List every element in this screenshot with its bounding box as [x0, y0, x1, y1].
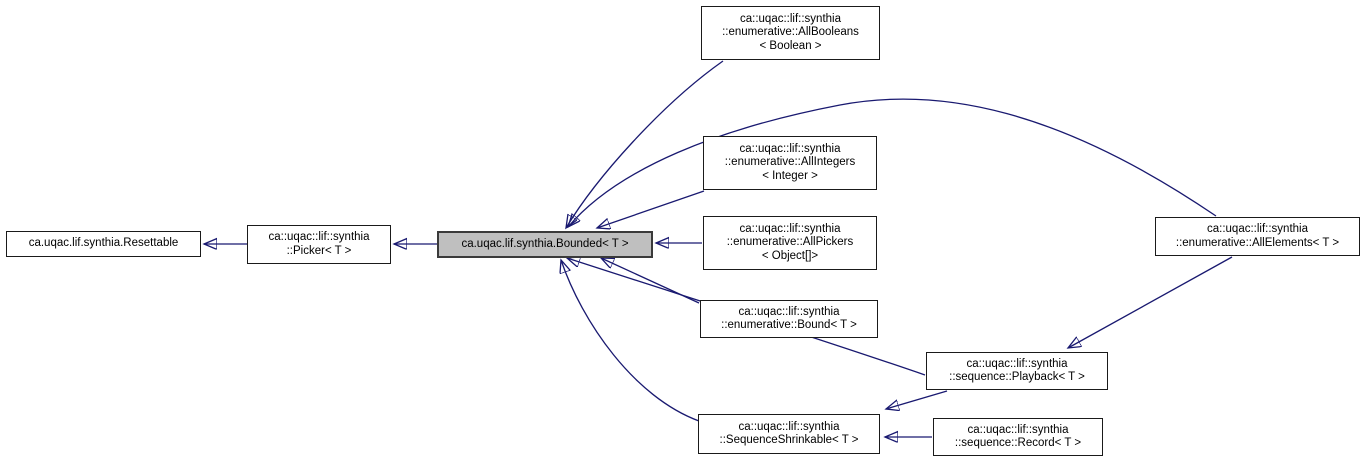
edge-allelements-to-bounded	[568, 98, 1217, 227]
node-label: ca::uqac::lif::synthia	[1207, 223, 1308, 235]
edge-allelements-to-playback	[1068, 256, 1233, 348]
node-label: ca.uqac.lif.synthia.Bounded< T >	[461, 237, 629, 250]
node-label: ca::uqac::lif::synthia	[967, 423, 1069, 436]
node-allpickers[interactable]: ca::uqac::lif::synthia ::enumerative::Al…	[703, 216, 877, 270]
node-label: ::SequenceShrinkable< T >	[719, 434, 859, 446]
node-label: ::enumerative::AllElements< T >	[1175, 236, 1340, 249]
node-picker[interactable]: ca::uqac::lif::synthia ::Picker< T >	[247, 225, 391, 264]
node-allintegers[interactable]: ca::uqac::lif::synthia ::enumerative::Al…	[703, 136, 877, 190]
node-resettable[interactable]: ca.uqac.lif.synthia.Resettable	[6, 231, 201, 257]
node-label: ca::uqac::lif::synthia	[738, 420, 840, 433]
node-playback[interactable]: ca::uqac::lif::synthia ::sequence::Playb…	[926, 352, 1108, 390]
node-label: ca::uqac::lif::synthia	[268, 231, 370, 243]
node-label: ::enumerative::AllPickers	[726, 236, 854, 249]
edge-allbooleans-to-bounded	[566, 60, 724, 228]
node-record[interactable]: ca::uqac::lif::synthia ::sequence::Recor…	[933, 418, 1103, 456]
node-label: ca::uqac::lif::synthia	[966, 357, 1068, 370]
node-label: ::sequence::Playback< T >	[949, 371, 1085, 383]
node-label: ca::uqac::lif::synthia	[738, 305, 840, 318]
node-label: ca::uqac::lif::synthia	[739, 142, 841, 155]
node-label: ::sequence::Record< T >	[954, 437, 1082, 449]
node-allelements[interactable]: ca::uqac::lif::synthia ::enumerative::Al…	[1155, 217, 1360, 256]
edge-sequenceshrinkable-to-bounded	[561, 260, 700, 422]
node-label: ca.uqac.lif.synthia.Resettable	[28, 237, 179, 250]
node-label: ::enumerative::AllBooleans	[722, 26, 859, 39]
node-label: < Object[]>	[761, 249, 819, 262]
node-label: < Boolean >	[759, 39, 822, 52]
edge-playback-to-sequenceshrinkable	[886, 390, 948, 409]
node-label: ca::uqac::lif::synthia	[739, 222, 841, 235]
node-bound[interactable]: ca::uqac::lif::synthia ::enumerative::Bo…	[700, 300, 878, 338]
node-bounded[interactable]: ca.uqac.lif.synthia.Bounded< T >	[437, 231, 653, 258]
node-label: ::enumerative::Bound< T >	[721, 319, 857, 331]
node-label: ::enumerative::AllIntegers	[724, 156, 856, 169]
node-label: ::Picker< T >	[286, 244, 352, 257]
node-sequenceshrinkable[interactable]: ca::uqac::lif::synthia ::SequenceShrinka…	[698, 414, 880, 454]
node-allbooleans[interactable]: ca::uqac::lif::synthia ::enumerative::Al…	[701, 6, 880, 60]
node-label: < Integer >	[762, 169, 818, 182]
node-label: ca::uqac::lif::synthia	[740, 12, 841, 25]
edge-allintegers-to-bounded	[597, 190, 705, 228]
